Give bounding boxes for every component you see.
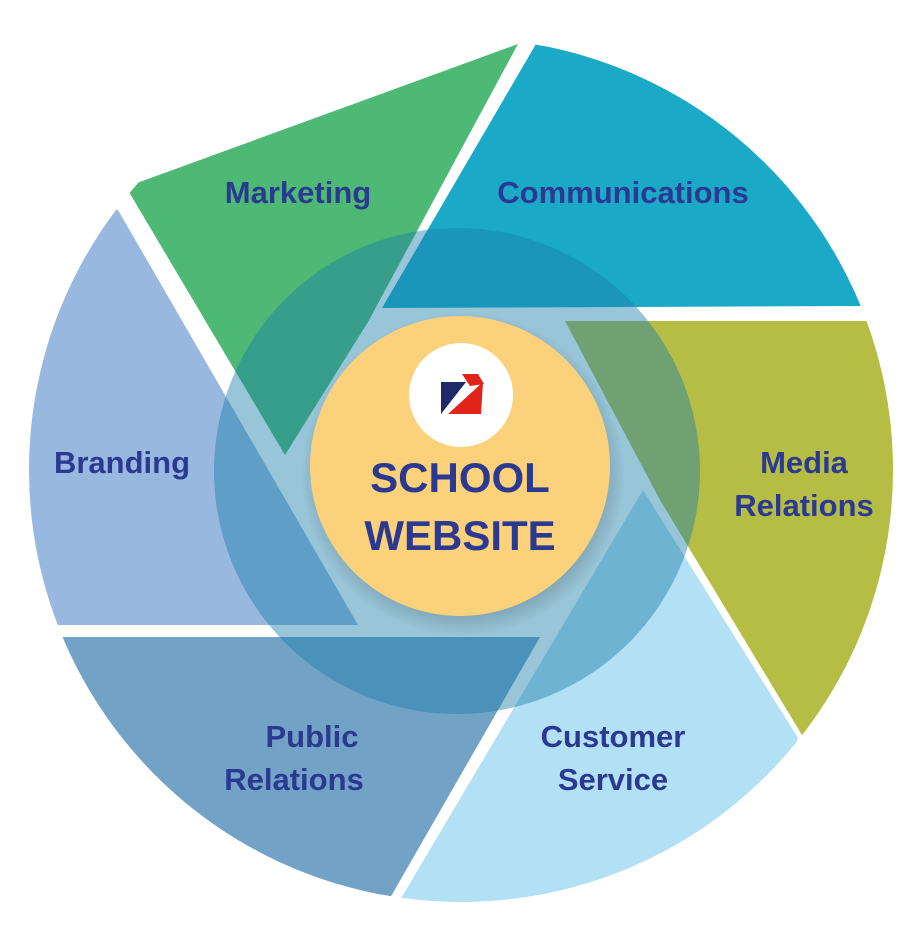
label-communications: Communications bbox=[497, 175, 748, 210]
label-media-line2: Relations bbox=[734, 488, 874, 523]
center-title-line1: SCHOOL bbox=[370, 454, 550, 501]
segment-customer bbox=[400, 490, 798, 902]
logo-red-shape bbox=[448, 382, 483, 414]
segment-branding bbox=[29, 210, 358, 625]
center-disk bbox=[310, 316, 610, 616]
school-logo bbox=[409, 343, 513, 447]
segment-media bbox=[565, 321, 893, 760]
label-customer-line2: Service bbox=[558, 762, 668, 797]
logo-red-flag bbox=[462, 374, 484, 386]
label-public-line2: Relations bbox=[224, 762, 364, 797]
label-public-line1: Public bbox=[265, 719, 358, 754]
label-branding: Branding bbox=[54, 445, 190, 480]
segment-marketing bbox=[126, 44, 518, 455]
logo-badge bbox=[409, 343, 513, 447]
center-title-line2: WEBSITE bbox=[364, 512, 555, 559]
label-customer-line1: Customer bbox=[541, 719, 686, 754]
label-media-line1: Media bbox=[760, 445, 849, 480]
logo-navy-shape bbox=[441, 382, 466, 414]
label-marketing: Marketing bbox=[225, 175, 371, 210]
